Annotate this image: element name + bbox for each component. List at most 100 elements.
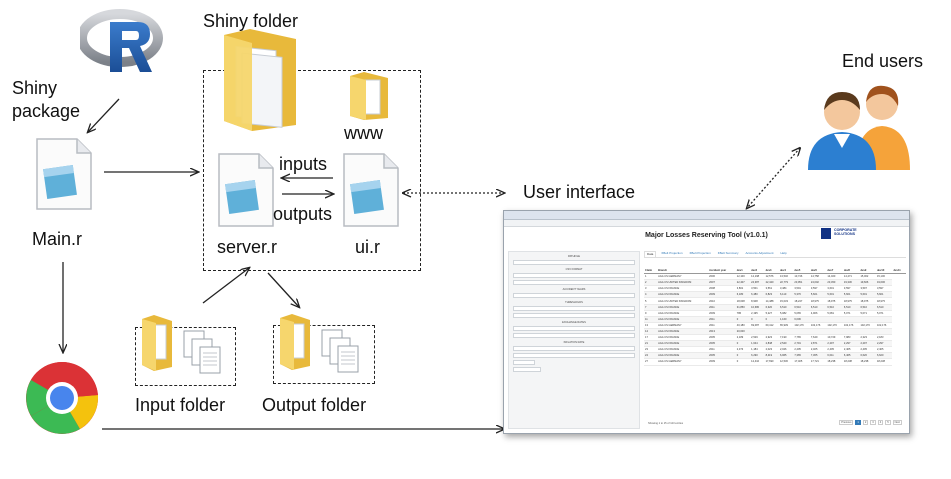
table-cell: 2 [644, 279, 658, 287]
table-cell: AGA CS FRANCE [657, 352, 709, 360]
browser-titlebar [504, 211, 909, 220]
sidebar-input[interactable] [513, 293, 635, 298]
server-script-file-icon [218, 153, 274, 227]
app-tabs: Data ΣBelt Projection ΣBelt Projection ΣBel… [644, 251, 906, 258]
app-tab[interactable]: ΣBelt Projection [661, 251, 683, 255]
pager-button[interactable]: 1 [855, 420, 861, 425]
table-header-cell[interactable]: dev2 [750, 268, 765, 275]
table-cell: 0 [735, 316, 751, 323]
www-label: www [344, 123, 383, 143]
table-cell: 2,183 [875, 334, 893, 342]
table-header-cell[interactable]: dev10 [875, 268, 893, 275]
table-cell: 13,746 [793, 273, 810, 281]
pager-button[interactable]: 2 [862, 420, 869, 425]
table-header-cell[interactable]: dev6 [809, 268, 827, 275]
table-cell: 5,601 [826, 291, 843, 299]
table-cell: AGA CS FRANCE [657, 310, 709, 317]
sidebar-header: EXCHANGE RATES [562, 321, 586, 324]
app-tab[interactable]: ΣBelt Projection [689, 251, 711, 255]
ui-script-file-icon [343, 153, 399, 227]
table-header-cell[interactable]: dev11 [892, 268, 906, 275]
r-logo-icon [80, 9, 163, 72]
table-cell: 5,601 [859, 291, 876, 299]
table-header-cell[interactable]: dev9 [859, 268, 876, 275]
table-header-cell[interactable]: dev1 [735, 268, 751, 275]
sidebar-header: THRESHOLDS [565, 301, 583, 304]
sidebar-input[interactable] [513, 306, 635, 311]
pager-button[interactable]: 4 [877, 420, 884, 425]
table-cell: 7,365 [809, 352, 827, 360]
table-header-cell[interactable]: dev3 [764, 268, 779, 275]
table-header-cell[interactable]: dev5 [793, 268, 810, 275]
app-main: Data ΣBelt Projection ΣBelt Projection ΣBel… [644, 251, 906, 427]
table-cell: 2,405 [875, 346, 893, 354]
table-cell: 5,082 [778, 310, 794, 317]
pager-button[interactable]: Previous [839, 420, 854, 425]
table-cell [750, 328, 765, 336]
table-cell: 5,601 [842, 291, 860, 299]
table-header-cell[interactable]: Branch [657, 268, 709, 275]
arrow-input-to-server [202, 268, 249, 304]
table-cell: 2010 [708, 297, 736, 305]
sidebar-header: INFLATION RATE [563, 341, 585, 344]
table-cell: 24,002 [809, 279, 827, 287]
pager-button[interactable]: 5 [885, 420, 891, 425]
app-tab[interactable]: Help [780, 251, 787, 255]
sidebar-button[interactable] [513, 360, 535, 365]
sidebar-input[interactable] [513, 313, 635, 318]
table-cell: 12,410 [750, 358, 765, 366]
table-cell: 18,238 [859, 358, 876, 366]
app-tab[interactable]: Accounts Adjustment [745, 251, 774, 255]
sidebar-input[interactable] [513, 260, 635, 265]
table-cell: 13 [644, 322, 658, 329]
table-cell: 102,176 [826, 322, 843, 329]
pager-button[interactable]: Next [892, 420, 902, 425]
table-header-cell[interactable]: dev7 [826, 268, 843, 275]
sidebar-input[interactable] [513, 346, 635, 351]
table-cell: 102,176 [875, 322, 893, 329]
table-cell: 2,026 [778, 346, 794, 354]
table-cell: 7,649 [809, 334, 827, 342]
table-cell: 2011 [708, 316, 736, 323]
pager-button[interactable]: 3 [870, 420, 876, 425]
app-tab[interactable]: ΣBelt Summary [717, 251, 739, 255]
table-cell: 2,405 [826, 346, 843, 354]
table-cell: 4,906 [809, 310, 827, 317]
main-r-label: Main.r [32, 229, 83, 249]
table-cell: 2011 [708, 304, 736, 311]
table-cell: 18,975 [809, 297, 827, 305]
table-header-cell[interactable]: Accident year [708, 268, 736, 275]
sidebar-input[interactable] [513, 353, 635, 358]
table-cell: 11 [644, 316, 658, 323]
shiny-folder-box [203, 70, 421, 271]
table-cell: 786 [735, 310, 751, 317]
sidebar-input[interactable] [513, 333, 635, 338]
table-cell: 5,065 [793, 310, 810, 317]
table-cell: 2,297 [859, 340, 876, 348]
sidebar-input[interactable] [513, 326, 635, 331]
table-header-cell[interactable]: dev8 [842, 268, 860, 275]
table-cell: 102,176 [793, 322, 810, 329]
table-cell: 13,546 [778, 273, 794, 281]
sidebar-button[interactable] [513, 367, 541, 372]
inputs-label: inputs [279, 154, 328, 174]
table-cell: 60,412 [764, 322, 779, 329]
sidebar-input[interactable] [513, 273, 635, 278]
table-cell: 2,540 [778, 340, 794, 348]
app-screenshot: Major Losses Reserving Tool (v1.0.1) COR… [503, 210, 910, 434]
table-header-cell[interactable]: dev4 [778, 268, 794, 275]
table-cell: 40,180 [735, 322, 751, 329]
sidebar-input[interactable] [513, 280, 635, 285]
table-cell: 0 [735, 358, 751, 366]
table-cell: 18,975 [875, 297, 893, 305]
app-tab[interactable]: Data [644, 251, 657, 257]
ui-r-label: ui.r [355, 237, 381, 257]
table-cell: 6,510 [859, 304, 876, 311]
table-header-cell[interactable]: Claim [644, 268, 658, 275]
